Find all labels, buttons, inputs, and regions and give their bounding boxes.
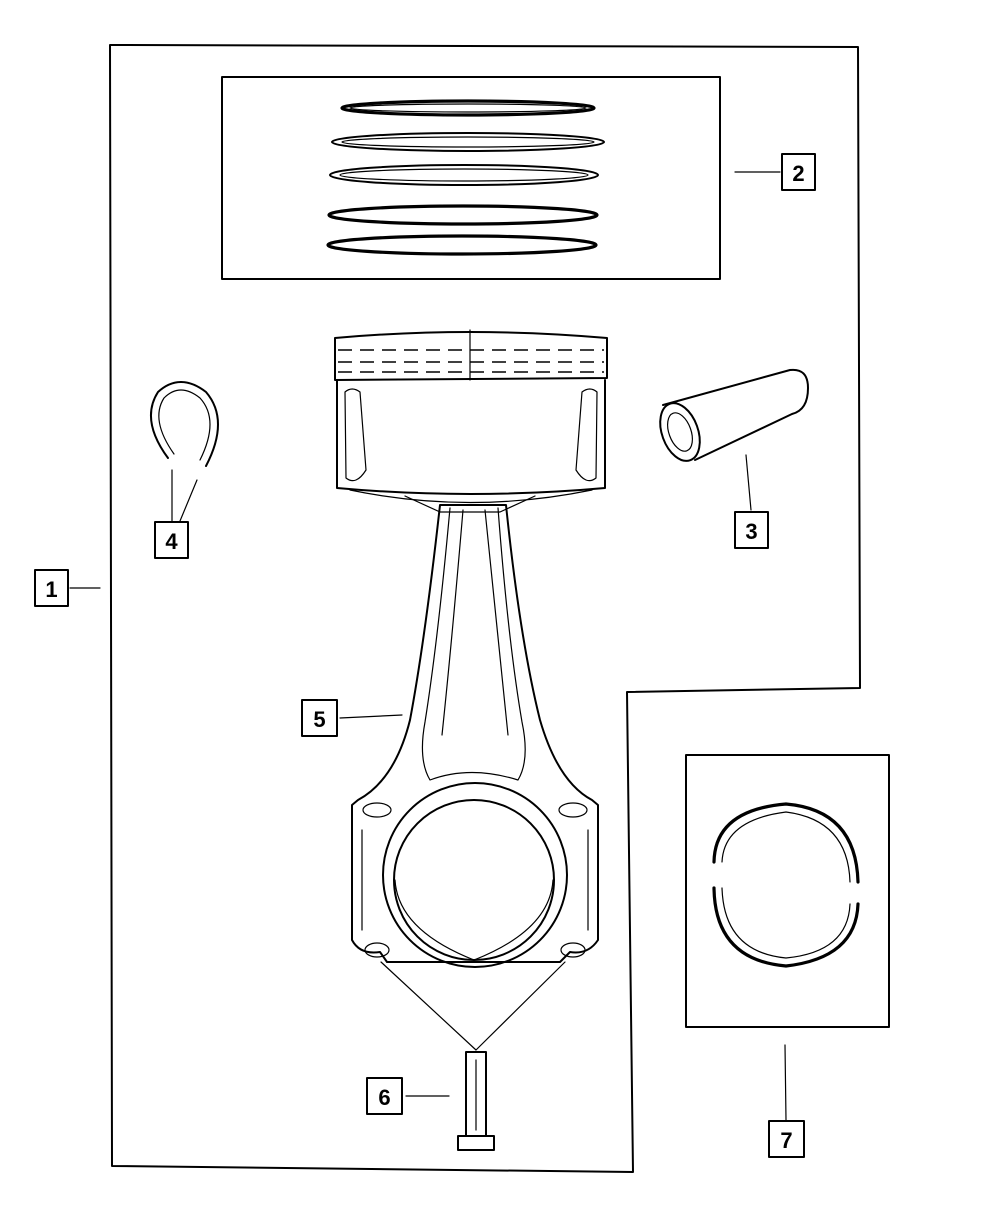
callout-2-label: 2 — [792, 161, 804, 186]
callout-1[interactable]: 1 — [34, 569, 69, 607]
rod-bearing-set — [685, 754, 890, 1028]
piston-ring-set — [221, 76, 721, 280]
callout-6[interactable]: 6 — [366, 1077, 403, 1115]
piston-rings — [326, 99, 605, 256]
bearing-box — [685, 754, 890, 1028]
callout-5-label: 5 — [313, 707, 325, 732]
ring-set-box — [221, 76, 721, 280]
callout-6-label: 6 — [378, 1085, 390, 1110]
callout-7-label: 7 — [780, 1128, 792, 1153]
connecting-rod — [351, 504, 599, 968]
callout-5[interactable]: 5 — [301, 699, 338, 737]
piston — [334, 329, 608, 513]
piston-pin-retainer — [150, 381, 219, 467]
assembly-outline — [109, 44, 861, 1173]
callout-2[interactable]: 2 — [781, 153, 816, 191]
callout-7[interactable]: 7 — [768, 1120, 805, 1158]
callout-3-label: 3 — [745, 519, 757, 544]
callout-1-label: 1 — [45, 577, 57, 602]
rod-bolt — [457, 1051, 495, 1151]
callout-4[interactable]: 4 — [154, 521, 189, 559]
callout-4-label: 4 — [165, 529, 178, 554]
wrist-pin — [659, 368, 809, 462]
leader-lines — [69, 171, 787, 1121]
callout-3[interactable]: 3 — [734, 511, 769, 549]
